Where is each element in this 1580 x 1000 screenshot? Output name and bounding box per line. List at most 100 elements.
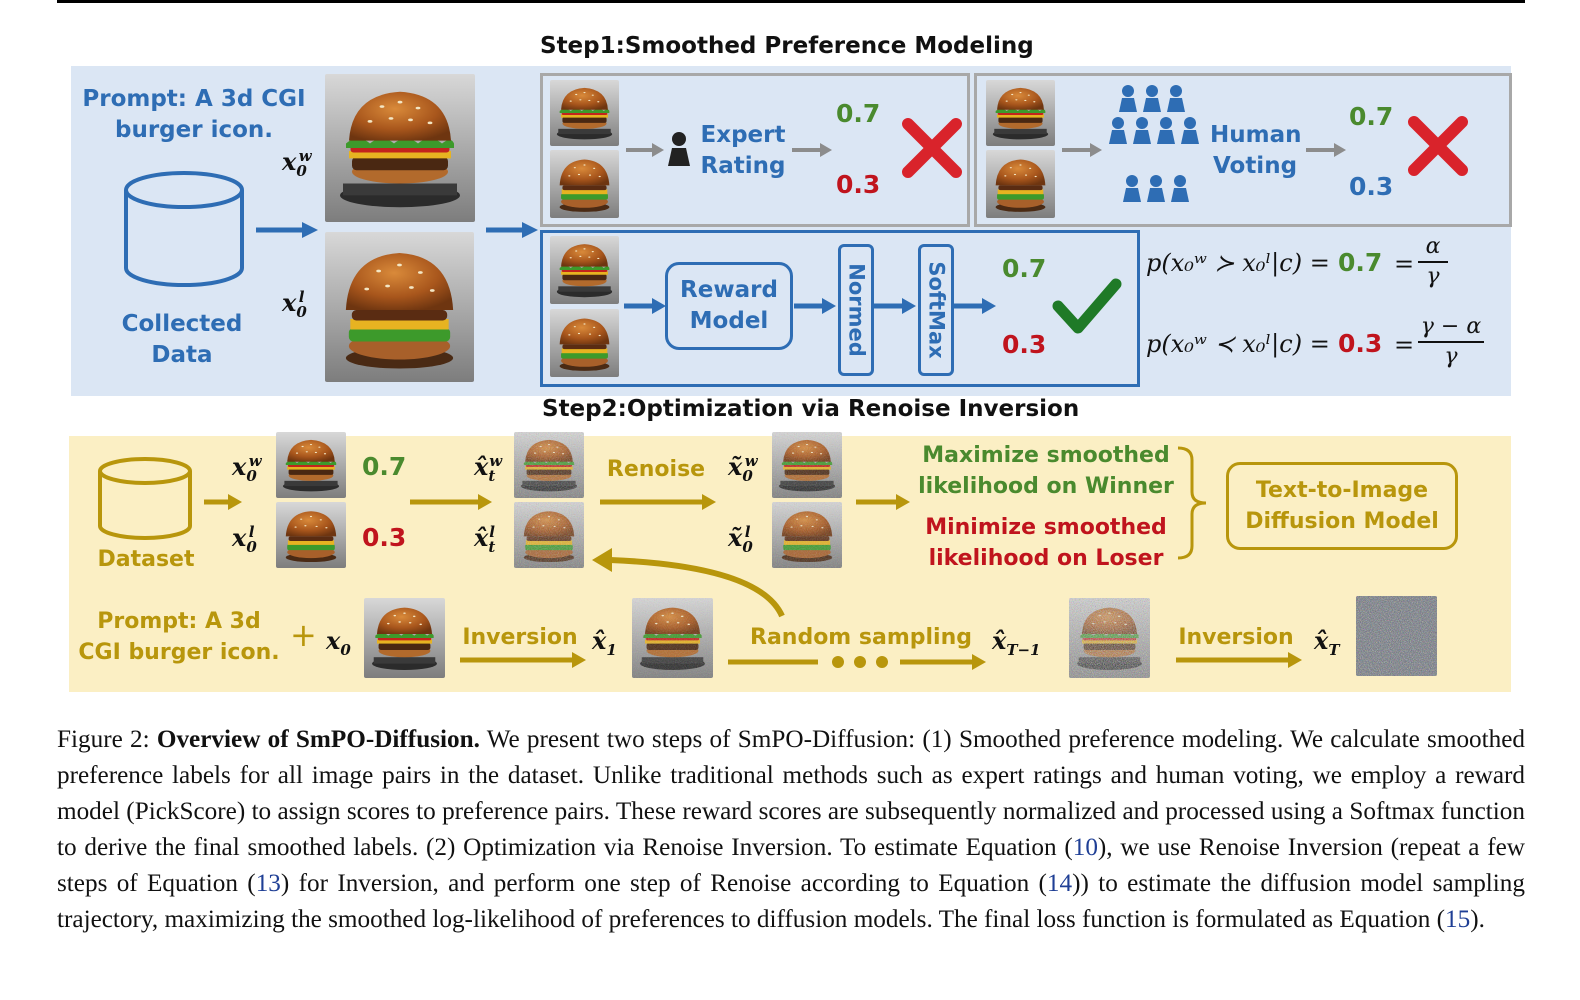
arrow-right-icon: [204, 494, 242, 510]
curved-arrow-icon: [592, 548, 785, 618]
reward-model-node: Reward Model: [665, 262, 793, 350]
arrow-right-icon: [410, 494, 492, 510]
equation-ref-10[interactable]: 10: [1072, 834, 1098, 861]
arrow-right-icon: [856, 494, 910, 510]
x0w-base: x: [282, 147, 297, 176]
human-winner-thumb: [986, 80, 1055, 146]
collected-data-label: Collected Data: [112, 309, 252, 371]
cross-icon: [1408, 116, 1468, 176]
human-voting-box: [974, 73, 1512, 227]
t2i-line1: Text-to-Image: [1255, 478, 1429, 503]
winner-image: [325, 74, 475, 222]
softmax-label: SoftMax: [924, 261, 949, 359]
curly-brace-icon: [1177, 446, 1207, 560]
database-icon: [124, 171, 244, 287]
s2-x0l-label: x0l: [232, 523, 257, 556]
s2-prompt-line1: Prompt: A 3d: [97, 609, 261, 634]
x1-hat-thumb: [632, 598, 713, 678]
eq-winner-value: 0.7: [1338, 248, 1383, 277]
eq-winner-lhs: p(x₀ʷ ≻ x₀ˡ|c) =: [1146, 249, 1330, 277]
reward-model-box: [540, 230, 1140, 387]
caption-text-1: We present two steps of SmPO-Diffusion: …: [57, 726, 1525, 861]
s2-x0w-label: x0w: [232, 452, 262, 485]
step1-prompt-line2: burger icon.: [114, 117, 274, 143]
human-loser-thumb: [986, 150, 1055, 218]
expert-loser-thumb: [550, 150, 619, 218]
fraction-bar: [1418, 341, 1484, 343]
reward-line1: Reward: [680, 277, 778, 303]
inversion-label-1: Inversion: [462, 625, 578, 650]
reward-loser-thumb: [550, 309, 619, 377]
caption-text-5: ).: [1470, 906, 1485, 933]
s2-winner-thumb: [276, 432, 346, 498]
x0-tilde-loser-label: x̃0l: [728, 523, 753, 556]
equation-ref-13[interactable]: 13: [255, 870, 281, 897]
caption-bold-title: Overview of SmPO-Diffusion.: [156, 726, 480, 753]
top-rule: [57, 0, 1525, 3]
xt-hat-loser-label: x̂tl: [474, 523, 496, 556]
s2-prompt-line2: CGI burger icon.: [78, 640, 280, 665]
caption-text-2: ), we use Renoise Inversion (repeat a fe…: [57, 834, 1525, 897]
collected-line1: Collected: [121, 311, 243, 337]
min-line2: likelihood on Loser: [928, 546, 1164, 571]
arrow-right-icon: [1176, 652, 1302, 668]
human-line2: Voting: [1212, 153, 1298, 179]
arrow-right-icon: [874, 298, 916, 314]
noisy-loser-thumb: [514, 502, 584, 568]
dataset-icon: [98, 457, 192, 540]
reward-winner-thumb: [550, 236, 619, 304]
fraction-bar: [1418, 261, 1448, 263]
eq-loser-fraction: γ − α γ: [1418, 314, 1484, 370]
arrow-right-icon: [626, 143, 664, 157]
renoise-label: Renoise: [606, 457, 706, 482]
s2-prompt: Prompt: A 3d CGI burger icon.: [72, 606, 286, 668]
checkmark-icon: [1052, 278, 1122, 334]
arrow-right-icon: [1306, 143, 1346, 157]
x0-thumb: [364, 598, 445, 678]
expert-score-lose: 0.3: [836, 170, 881, 199]
cross-icon: [902, 118, 962, 178]
arrow-right-icon: [460, 652, 586, 668]
equation-ref-14[interactable]: 14: [1046, 870, 1073, 897]
equation-ref-15[interactable]: 15: [1445, 906, 1471, 933]
eq2-denominator: γ: [1444, 344, 1458, 369]
s2-score-win: 0.7: [362, 452, 407, 481]
plus-sign: +: [290, 616, 317, 654]
xT-hat-thumb: [1356, 596, 1437, 676]
inversion-label-2: Inversion: [1178, 625, 1294, 650]
eq2-numerator: γ − α: [1420, 314, 1482, 339]
x0-loser-label: x0l: [282, 288, 307, 321]
human-score-win: 0.7: [1349, 102, 1394, 131]
expert-rating-box: [540, 73, 970, 227]
caption-text-4: )) to estimate the diffusion model sampl…: [57, 870, 1525, 933]
minimize-label: Minimize smoothed likelihood on Loser: [916, 512, 1176, 574]
renoised-loser-thumb: [772, 502, 842, 568]
dataset-label: Dataset: [97, 547, 195, 572]
person-icon: [668, 132, 690, 166]
x0-winner-label: x0w: [282, 147, 312, 180]
arrow-right-icon: [1062, 143, 1102, 157]
human-score-lose: 0.3: [1349, 172, 1394, 201]
crowd-icon: [1109, 85, 1199, 202]
expert-line1: Expert: [700, 122, 786, 148]
renoised-winner-thumb: [772, 432, 842, 498]
maximize-label: Maximize smoothed likelihood on Winner: [916, 440, 1176, 502]
t2i-line2: Diffusion Model: [1245, 509, 1439, 534]
eq1-denominator: γ: [1426, 264, 1440, 289]
max-line2: likelihood on Winner: [918, 474, 1174, 499]
s2-loser-thumb: [276, 502, 346, 568]
figure-caption: Figure 2: Overview of SmPO-Diffusion. We…: [57, 722, 1525, 938]
normed-node: Normed: [838, 244, 874, 376]
t2i-diffusion-model-node: Text-to-Image Diffusion Model: [1226, 462, 1458, 550]
loser-image: [325, 232, 474, 382]
eq-winner-fraction: α γ: [1418, 234, 1448, 290]
human-voting-label: Human Voting: [1210, 120, 1301, 182]
xt-hat-winner-label: x̂tw: [474, 452, 503, 485]
eq-loser-value: 0.3: [1338, 329, 1383, 358]
arrow-right-icon: [728, 654, 986, 670]
s2-score-lose: 0.3: [362, 523, 407, 552]
arrow-right-icon: [600, 494, 716, 510]
x0l-base: x: [282, 288, 297, 317]
max-line1: Maximize smoothed: [922, 443, 1170, 468]
arrow-right-icon: [486, 222, 538, 238]
